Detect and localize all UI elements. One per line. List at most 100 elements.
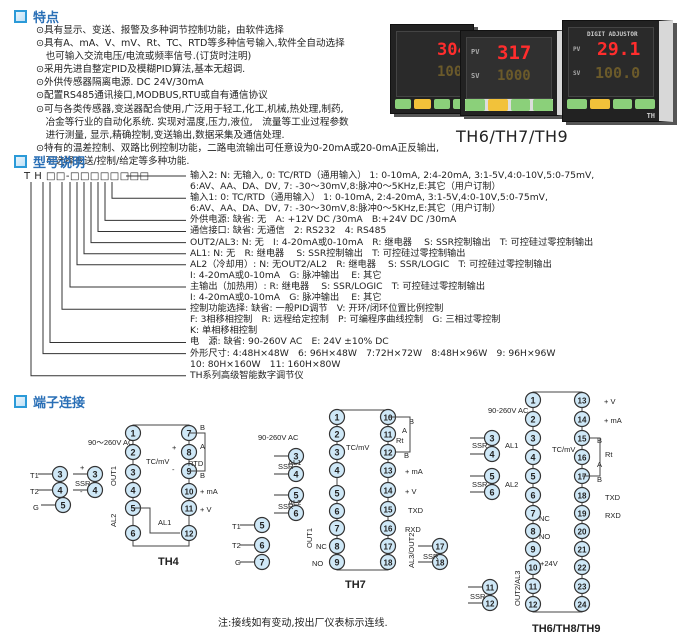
terminal-number: 6 (530, 490, 535, 500)
device-pv-display: 317 (497, 42, 532, 64)
device-sv-label: SV (573, 70, 581, 77)
section-square-icon (14, 155, 27, 168)
wiring-label: RTD (188, 459, 204, 468)
terminal-number: 4 (334, 465, 339, 475)
terminal-number: 2 (130, 447, 135, 457)
external-terminal-number: 6 (489, 487, 494, 497)
terminal-circle (524, 540, 542, 558)
wiring-label: SSR (278, 462, 294, 471)
model-description-line: 主输出（加热用）: R: 继电器 S: SSR/LOGIC T: 可控硅过零控制… (190, 280, 486, 292)
terminal-circle (379, 481, 397, 499)
terminal-circle (524, 577, 542, 595)
model-description-line: 6:AV、AA、DA、DV, 7: -30～30mV,8:脉冲0～5KHz,E:… (190, 181, 501, 193)
wiring-label: B (409, 417, 414, 426)
model-description-line: K: 单相移相控制 (190, 325, 258, 337)
external-terminal-circle (54, 496, 72, 514)
external-terminal-number: 3 (489, 433, 494, 443)
terminal-circle (524, 558, 542, 576)
terminal-circle (573, 595, 591, 613)
wiring-label: SSR (472, 480, 488, 489)
feature-item: ⊙具有显示、变送、报警及多种调节控制功能，由软件选择 (36, 25, 284, 36)
feature-item: ⊙特有的温差控制、双路比例控制功能，二路电流输出可任意设为0-20mA或20-0… (36, 142, 440, 154)
terminal-circle (524, 522, 542, 540)
wiring-label: NC (316, 542, 327, 551)
feature-item: ⊙外供传感器隔离电源. DC 24V/30mA (36, 77, 204, 89)
terminal-circle (524, 448, 542, 466)
terminal-number: 17 (384, 542, 393, 551)
external-terminal-circle (481, 578, 499, 596)
wiring-label: AL2 (288, 498, 301, 507)
terminal-circle (524, 429, 542, 447)
devices-caption: TH6/TH7/TH9 (456, 127, 569, 146)
device-sv-display: 100.0 (595, 64, 641, 82)
device-photo-th9: DIGIT ADJUSTOR PV 29.1 SV 100.0 TH (562, 20, 673, 122)
external-terminal-circle (483, 445, 501, 463)
wiring-label: TC/mV (552, 445, 575, 454)
device-buttons (465, 99, 553, 111)
model-description-line: 6:AV、AA、DA、DV, 7: -30～30mV,8:脉冲0～5KHz,E:… (190, 203, 501, 215)
terminal-circle (573, 448, 591, 466)
instrument-outline (132, 424, 190, 547)
device-pv-label: PV (471, 48, 480, 56)
terminal-number: 13 (578, 396, 587, 405)
section-square-icon (14, 395, 27, 408)
model-description-list: 输入2: N: 无输入, 0: TC/RTD（通用输入） 1: 0-10mA, … (190, 170, 594, 381)
wiring-label: 90-260V AC (258, 433, 299, 442)
terminal-circle (573, 429, 591, 447)
feature-item: ⊙采用先进自整定PID及模糊PID算法,基本无超调. (36, 64, 246, 76)
terminal-number: 14 (384, 486, 393, 495)
external-terminal-circle (253, 536, 271, 554)
diagram-title: TH6/TH8/TH9 (532, 623, 600, 632)
external-terminal-circle (287, 504, 305, 522)
external-terminal-number: 3 (92, 469, 97, 479)
feature-item: ⊙配置RS485通讯接口,MODBUS,RTU或自有通信协议 (36, 90, 268, 102)
terminal-circle (573, 410, 591, 428)
terminal-circle (379, 537, 397, 555)
terminal-number: 11 (185, 504, 194, 513)
wiring-label: + (80, 463, 85, 472)
terminal-number: 5 (530, 471, 535, 481)
wiring-label: + mA (405, 467, 423, 476)
external-terminal-circle (287, 465, 305, 483)
terminal-circle (573, 486, 591, 504)
wiring-label: Rt (396, 436, 404, 445)
model-description-line: AL1: N: 无 R: 继电器 S: SSR控制输出 T: 可控硅过零控制输出 (190, 247, 466, 259)
terminal-number: 12 (529, 600, 538, 609)
external-terminal-number: 17 (436, 542, 445, 551)
external-terminal-circle (287, 447, 305, 465)
external-terminal-circle (86, 481, 104, 499)
wiring-label: - (172, 465, 175, 474)
section-title: 端子连接 (33, 396, 86, 411)
wiring-diagram-th7: 1234567891011121314151617183456567171890… (232, 408, 449, 591)
external-terminal-circle (253, 516, 271, 534)
terminal-circle (573, 504, 591, 522)
terminal-number: 16 (384, 524, 393, 533)
terminal-number: 15 (578, 434, 587, 443)
section-title: 型号说明 (33, 156, 86, 171)
wiring-label: 90-260V AC (488, 406, 529, 415)
terminal-circle (328, 553, 346, 571)
terminal-circle (379, 461, 397, 479)
wiring-label: OUT1 (305, 528, 314, 548)
terminal-number: 3 (130, 467, 135, 477)
external-terminal-number: 4 (293, 469, 298, 479)
terminal-circle (379, 500, 397, 518)
terminal-number: 6 (130, 528, 135, 538)
terminal-circle (573, 558, 591, 576)
external-terminal-circle (431, 537, 449, 555)
terminal-circle (180, 443, 198, 461)
terminal-circle (524, 410, 542, 428)
external-terminal-number: 4 (92, 485, 97, 495)
leader-line (111, 182, 186, 199)
external-terminal-number: 5 (60, 500, 65, 510)
terminal-number: 8 (186, 447, 191, 457)
wiring-label: A (402, 426, 407, 435)
wiring-label: NC (539, 514, 550, 523)
terminal-number: 3 (530, 433, 535, 443)
leader-line (83, 182, 186, 255)
external-terminal-circle (481, 594, 499, 612)
terminal-number: 19 (578, 509, 587, 518)
terminal-number: 2 (530, 414, 535, 424)
